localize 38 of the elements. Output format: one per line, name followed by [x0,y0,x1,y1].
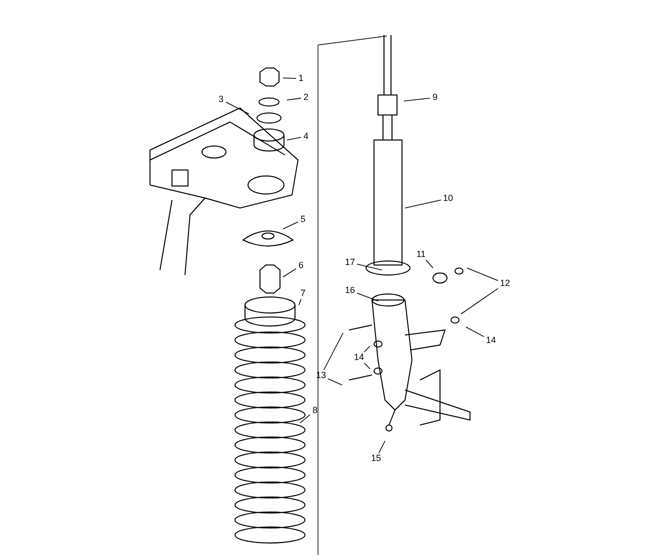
callout-number: 16 [343,285,357,296]
leader-line [404,98,430,102]
leader-line [364,346,370,352]
callout-number: 4 [301,131,311,142]
callout-number: 14 [352,352,366,363]
leader-line [286,137,302,140]
leader-line [282,78,296,79]
callout-number: 9 [430,92,440,103]
callout-number: 11 [416,249,426,260]
leader-line [282,268,296,278]
leader-line [300,414,310,424]
leader-line [356,292,378,302]
leader-line [460,288,498,314]
callout-number: 10 [441,193,455,204]
callout-number: 2 [301,92,311,103]
callout-number: 7 [298,288,308,299]
callout-number: 6 [296,260,306,271]
leader-line [226,102,250,114]
leader-line [328,378,342,386]
leader-line [378,440,386,454]
callout-number: 5 [298,214,308,225]
leader-line [466,326,484,338]
leader-line [356,264,382,270]
leader-line [364,362,370,370]
leader-line [286,98,302,100]
callout-number: 14 [484,335,498,346]
leader-line [404,200,442,208]
leader-line [426,260,434,268]
leader-line [323,332,344,370]
callout-number: 17 [343,257,357,268]
callout-number: 12 [498,278,512,289]
callout-number: 3 [216,94,226,105]
leader-line [466,268,498,281]
leader-line [282,222,298,230]
callout-number: 1 [296,73,306,84]
callout-number: 8 [310,405,320,416]
callout-number: 15 [369,453,383,464]
leader-line [298,298,302,306]
